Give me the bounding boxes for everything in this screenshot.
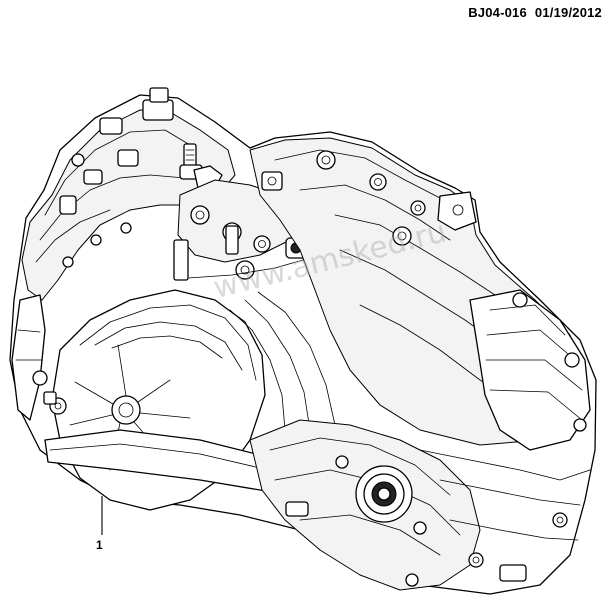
diagram-date: 01/19/2012: [534, 5, 602, 20]
part-code: BJ04-016: [468, 5, 527, 20]
diagram-reference-code: BJ04-016 01/19/2012: [468, 5, 602, 20]
axle-seal: [355, 465, 413, 523]
callout-number-1: 1: [96, 538, 103, 552]
